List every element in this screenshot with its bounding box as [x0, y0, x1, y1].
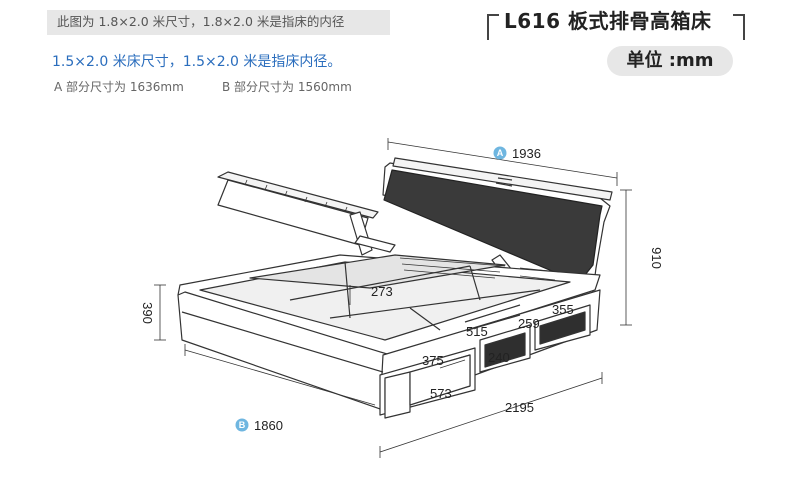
unit-badge: 单位 :mm	[607, 46, 733, 76]
dim-line-a	[387, 141, 618, 179]
dim-515-value: 515	[466, 324, 488, 339]
dim-375-value: 375	[422, 353, 444, 368]
part-b-note: B 部分尺寸为 1560mm	[222, 80, 352, 94]
part-a-note: A 部分尺寸为 1636mm	[54, 80, 184, 94]
dim-910-value: 910	[649, 247, 664, 269]
badge-b-label: B	[239, 420, 246, 430]
lifted-slat-frame	[217, 171, 379, 219]
dim-line-length	[379, 377, 603, 453]
dim-240-value: 240	[488, 350, 510, 365]
sub-size-note: 1.5×2.0 米床尺寸，1.5×2.0 米是指床内径。	[52, 54, 342, 70]
badge-a-label: A	[497, 148, 504, 158]
dim-355-value: 355	[552, 302, 574, 317]
product-title: L616 板式排骨高箱床	[500, 5, 716, 34]
size-note: 此图为 1.8×2.0 米尺寸，1.8×2.0 米是指床的内径	[57, 14, 345, 29]
drawer-large-box	[384, 371, 411, 419]
dim-259-value: 259	[518, 316, 540, 331]
title-frame	[487, 12, 745, 40]
badge-b: B	[235, 418, 249, 432]
dim-573-value: 573	[430, 386, 452, 401]
dim-b-value: 1860	[254, 418, 283, 433]
note-box	[47, 10, 390, 35]
dim-length-value: 2195	[505, 400, 534, 415]
dim-390-value: 390	[140, 302, 155, 324]
dim-a-value: 1936	[512, 146, 541, 161]
dim-273-value: 273	[371, 284, 393, 299]
badge-a: A	[493, 146, 507, 160]
dim-line-b	[184, 349, 376, 406]
headboard-panel	[383, 169, 603, 286]
